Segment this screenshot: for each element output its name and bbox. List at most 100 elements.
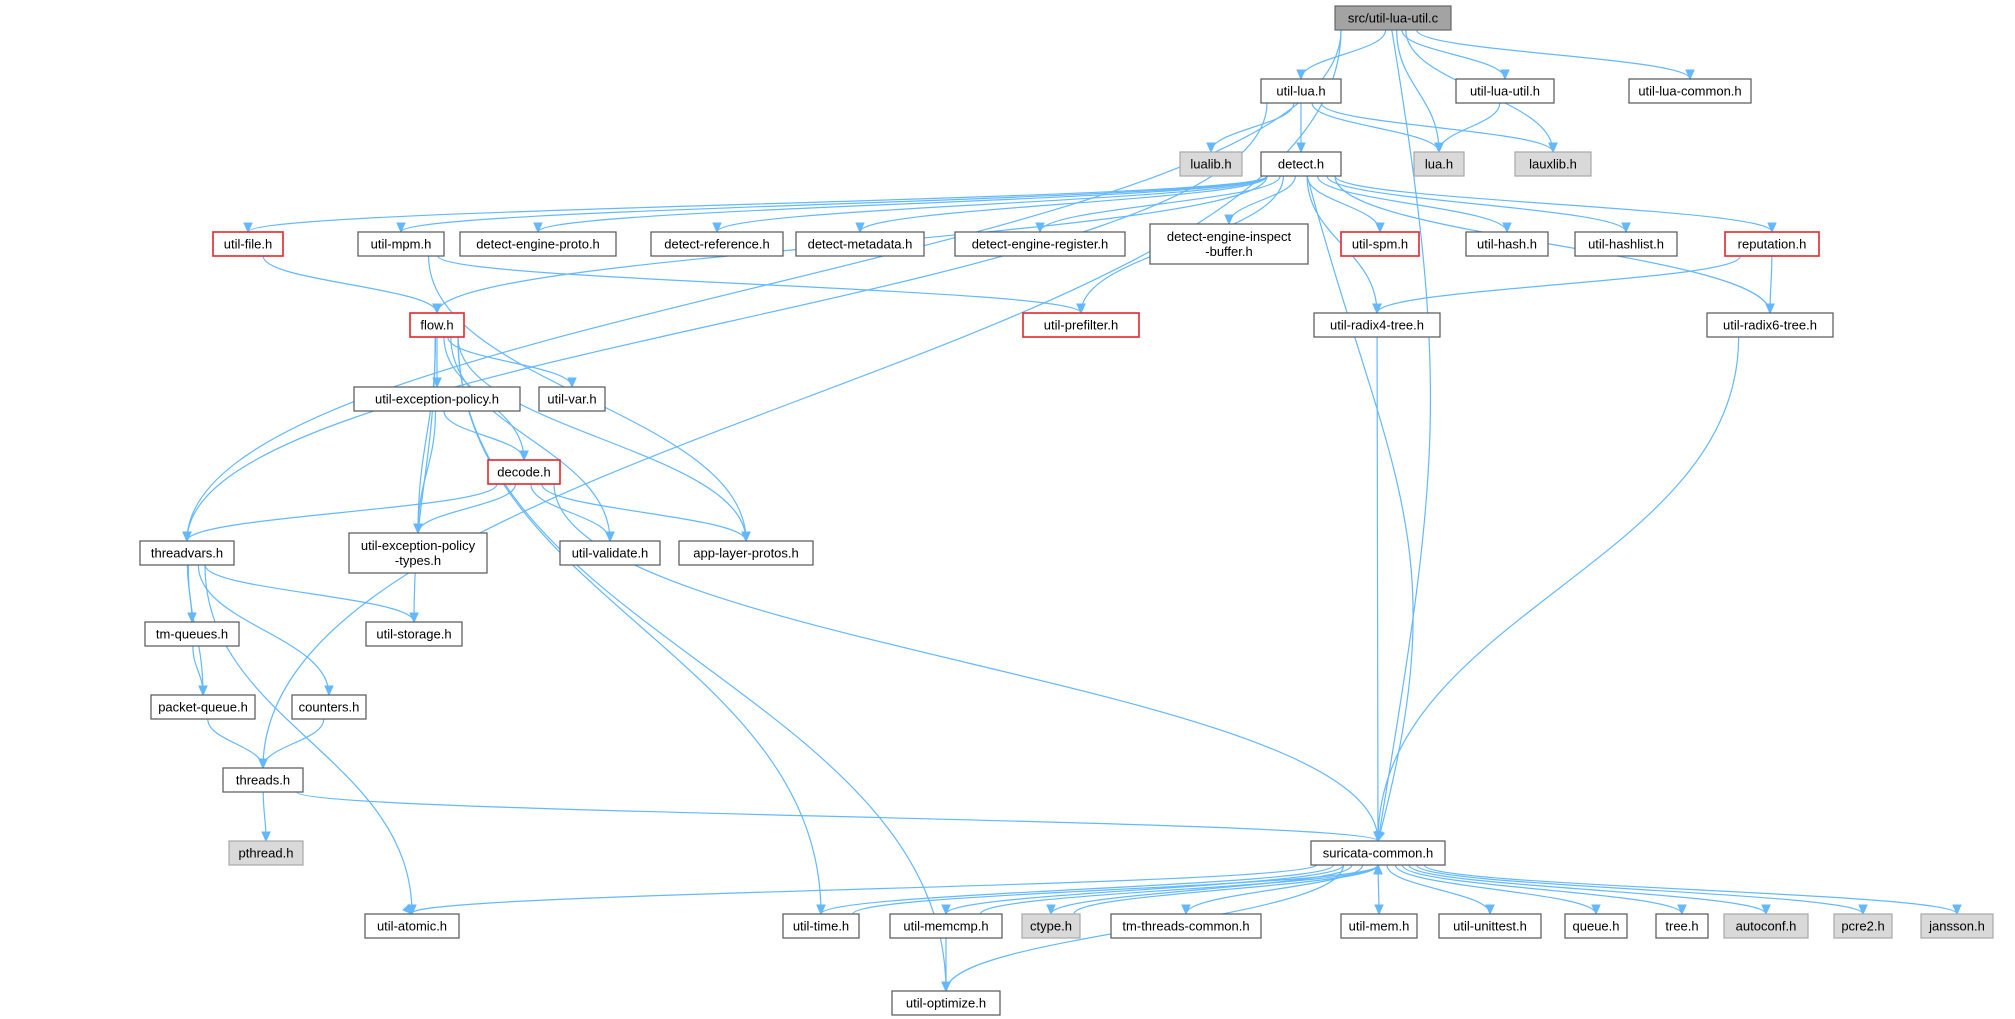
node-util-atomic[interactable]: util-atomic.h [364, 913, 460, 939]
node-label: tm-threads-common.h [1122, 919, 1249, 934]
node-util-radix4-tree[interactable]: util-radix4-tree.h [1313, 312, 1441, 338]
node-util-lua[interactable]: util-lua.h [1260, 78, 1342, 104]
node-suricata-common[interactable]: suricata-common.h [1310, 840, 1446, 866]
node-box [1179, 151, 1243, 177]
node-util-prefilter[interactable]: util-prefilter.h [1022, 312, 1140, 338]
node-pcre2[interactable]: pcre2.h [1833, 913, 1893, 939]
node-util-exception-policy-types[interactable]: util-exception-policy-types.h [348, 532, 488, 574]
edge-util-file-to-flow [262, 255, 442, 315]
node-box [1340, 231, 1420, 257]
node-detect-engine-inspect-buffer[interactable]: detect-engine-inspect-buffer.h [1149, 223, 1309, 265]
node-lua[interactable]: lua.h [1413, 151, 1465, 177]
node-flow[interactable]: flow.h [409, 312, 465, 338]
node-label: counters.h [299, 700, 360, 715]
edge-detect-to-util-spm [1306, 175, 1385, 234]
node-lauxlib[interactable]: lauxlib.h [1514, 151, 1592, 177]
node-tm-threads-common[interactable]: tm-threads-common.h [1110, 913, 1262, 939]
node-box [139, 540, 235, 566]
edge-ctype-to-suricata-common [1073, 863, 1383, 915]
node-autoconf[interactable]: autoconf.h [1723, 913, 1809, 939]
node-label: flow.h [420, 318, 453, 333]
node-util-validate[interactable]: util-validate.h [559, 540, 661, 566]
node-util-spm[interactable]: util-spm.h [1340, 231, 1420, 257]
edge-detect-to-util-hash [1316, 175, 1512, 234]
edge-threads-to-pthread [261, 791, 271, 843]
node-packet-queue[interactable]: packet-queue.h [150, 694, 256, 720]
edges-layer [182, 29, 1962, 993]
edge-util-radix6-tree-to-suricata-common [1373, 336, 1740, 843]
edge-util-lua-to-lualib [1206, 102, 1295, 154]
node-queue[interactable]: queue.h [1564, 913, 1628, 939]
node-threads[interactable]: threads.h [222, 767, 304, 793]
node-counters[interactable]: counters.h [291, 694, 367, 720]
node-util-mpm[interactable]: util-mpm.h [357, 231, 445, 257]
node-box [889, 913, 1003, 939]
node-label: app-layer-protos.h [693, 546, 799, 561]
node-label: util-optimize.h [906, 996, 986, 1011]
node-lualib[interactable]: lualib.h [1179, 151, 1243, 177]
node-label: queue.h [1573, 919, 1620, 934]
node-root[interactable]: src/util-lua-util.c [1334, 5, 1452, 31]
node-jansson[interactable]: jansson.h [1920, 913, 1994, 939]
node-util-lua-util[interactable]: util-lua-util.h [1455, 78, 1555, 104]
node-detect[interactable]: detect.h [1260, 151, 1342, 177]
edge-suricata-common-to-jansson [1423, 864, 1962, 916]
node-util-exception-policy[interactable]: util-exception-policy.h [353, 386, 521, 412]
node-util-unittest[interactable]: util-unittest.h [1438, 913, 1542, 939]
edge-root-to-util-lua-common [1416, 29, 1695, 81]
node-detect-engine-proto[interactable]: detect-engine-proto.h [459, 231, 617, 257]
node-box [1564, 913, 1628, 939]
node-box [144, 621, 240, 647]
node-box [559, 540, 661, 566]
node-box [1021, 913, 1081, 939]
node-box [1920, 913, 1994, 939]
node-util-file[interactable]: util-file.h [212, 231, 284, 257]
edge-detect-to-detect-engine-inspect-buffer [1224, 175, 1296, 226]
node-util-mem[interactable]: util-mem.h [1340, 913, 1418, 939]
node-box [365, 621, 463, 647]
edge-suricata-common-to-pcre2 [1416, 864, 1868, 916]
edge-util-lua-util-to-lua [1434, 102, 1501, 154]
edge-util-memcmp-to-suricata-common [979, 863, 1383, 915]
node-label: util-exception-policy.h [375, 392, 499, 407]
node-util-lua-common[interactable]: util-lua-common.h [1628, 78, 1752, 104]
node-pthread[interactable]: pthread.h [228, 840, 304, 866]
nodes-layer: src/util-lua-util.c util-lua.h util-lua-ut… [139, 5, 1994, 1016]
node-util-storage[interactable]: util-storage.h [365, 621, 463, 647]
node-label: autoconf.h [1736, 919, 1797, 934]
edge-flow-to-util-var [447, 336, 577, 389]
node-detect-reference[interactable]: detect-reference.h [650, 231, 784, 257]
edge-util-mpm-to-util-prefilter [437, 255, 1086, 315]
node-util-radix6-tree[interactable]: util-radix6-tree.h [1706, 312, 1834, 338]
node-reputation[interactable]: reputation.h [1724, 231, 1820, 257]
node-util-hashlist[interactable]: util-hashlist.h [1574, 231, 1678, 257]
node-util-hash[interactable]: util-hash.h [1465, 231, 1549, 257]
node-threadvars[interactable]: threadvars.h [139, 540, 235, 566]
node-box [1149, 223, 1309, 265]
node-label: detect.h [1278, 157, 1324, 172]
node-box [1260, 151, 1342, 177]
node-util-optimize[interactable]: util-optimize.h [891, 990, 1001, 1016]
node-tree[interactable]: tree.h [1655, 913, 1709, 939]
edge-suricata-common-to-queue [1394, 864, 1601, 916]
edge-counters-to-threads [258, 718, 325, 770]
node-tm-queues[interactable]: tm-queues.h [144, 621, 240, 647]
node-app-layer-protos[interactable]: app-layer-protos.h [678, 540, 814, 566]
node-util-memcmp[interactable]: util-memcmp.h [889, 913, 1003, 939]
node-label: util-prefilter.h [1044, 318, 1118, 333]
node-decode[interactable]: decode.h [487, 459, 561, 485]
node-label: src/util-lua-util.c [1348, 11, 1439, 26]
edge-flow-to-util-exception-policy [432, 337, 442, 389]
node-box [409, 312, 465, 338]
edge-threadvars-to-util-storage [204, 564, 419, 624]
edge-detect-to-suricata-common [1306, 175, 1414, 843]
node-util-time[interactable]: util-time.h [782, 913, 860, 939]
node-util-var[interactable]: util-var.h [538, 386, 606, 412]
node-detect-metadata[interactable]: detect-metadata.h [795, 231, 925, 257]
node-label: detect-engine-proto.h [476, 237, 600, 252]
node-detect-engine-register[interactable]: detect-engine-register.h [954, 231, 1126, 257]
node-ctype[interactable]: ctype.h [1021, 913, 1081, 939]
edge-detect-to-detect-metadata [855, 175, 1268, 234]
node-label: util-spm.h [1352, 237, 1408, 252]
edge-util-exception-policy-to-decode [443, 410, 529, 462]
